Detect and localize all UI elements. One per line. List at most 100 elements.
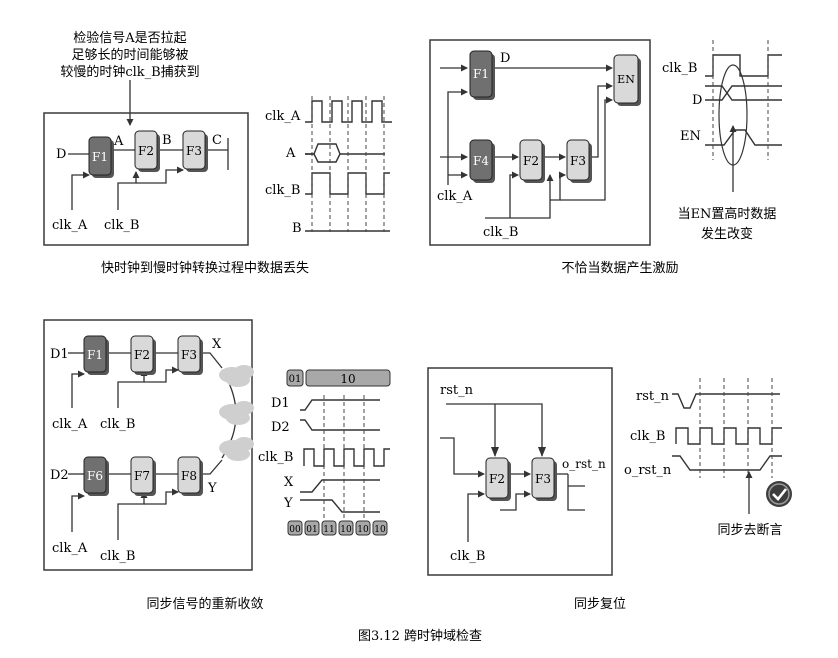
flop-p2-f1: F1 bbox=[469, 50, 495, 100]
panel-2-frame bbox=[429, 39, 651, 246]
flop-p2-en: EN bbox=[613, 54, 641, 106]
panel-4-sync-reset: rst_n o_rst_n clk_B F2 F3 rst_n clk_B o_… bbox=[427, 367, 792, 612]
svg-text:10: 10 bbox=[340, 372, 355, 386]
panel-1-wires bbox=[68, 138, 229, 210]
svg-text:F3: F3 bbox=[535, 472, 551, 486]
panel-2-note-line-2: 发生改变 bbox=[701, 226, 753, 242]
panel-1-data-loss: 检验信号A是否拉起 足够长的时间能够被 较慢的时钟clk_B捕获到 D A B … bbox=[43, 30, 392, 276]
svg-text:F2: F2 bbox=[138, 144, 154, 158]
panel-2-caption: 不恰当数据产生激励 bbox=[561, 261, 678, 276]
wave-label-clk-b: clk_B bbox=[258, 450, 293, 465]
svg-text:10: 10 bbox=[374, 525, 386, 535]
svg-text:F3: F3 bbox=[186, 144, 202, 158]
flop-p4-f3: F3 bbox=[531, 457, 557, 501]
signal-c: C bbox=[212, 133, 222, 148]
clk-a-label-top: clk_A bbox=[52, 417, 88, 432]
flop-p1-f2: F2 bbox=[134, 130, 160, 172]
clk-b-label-top: clk_B bbox=[100, 417, 135, 432]
panel-3-reconvergence: D1 D2 X Y clk_A clk_B clk_A clk_B F1 F2 … bbox=[43, 319, 391, 612]
panel-2-wires bbox=[440, 64, 613, 219]
rst-n-label: rst_n bbox=[440, 383, 474, 398]
cloud-top bbox=[219, 365, 254, 387]
clk-b-label-bottom: clk_B bbox=[100, 549, 135, 564]
clk-a-label-bottom: clk_A bbox=[52, 541, 88, 556]
panel-4-waveforms: rst_n clk_B o_rst_n bbox=[624, 378, 792, 514]
flop-p2-f3: F3 bbox=[566, 139, 592, 183]
flop-p2-f2: F2 bbox=[519, 139, 545, 183]
wave-label-d2: D2 bbox=[271, 420, 290, 435]
svg-text:F8: F8 bbox=[181, 469, 197, 483]
panel-4-wires bbox=[440, 403, 585, 542]
panel-1-caption: 快时钟到慢时钟转换过程中数据丢失 bbox=[101, 260, 309, 276]
wave-label-clk-b: clk_B bbox=[265, 183, 300, 198]
panel-4-note: 同步去断言 bbox=[717, 523, 782, 538]
svg-text:F2: F2 bbox=[134, 348, 150, 362]
svg-text:F1: F1 bbox=[473, 67, 489, 81]
panel-2-waveforms: clk_B D EN bbox=[662, 40, 782, 192]
svg-text:F2: F2 bbox=[489, 472, 505, 486]
signal-d: D bbox=[56, 147, 66, 162]
panel-2-improper-stimulus: D clk_A clk_B F1 F4 F2 F3 EN bbox=[429, 39, 782, 276]
cloud-bottom bbox=[219, 437, 254, 461]
svg-text:01: 01 bbox=[289, 374, 302, 385]
o-rst-n-label: o_rst_n bbox=[562, 457, 606, 471]
wave-label-d: D bbox=[692, 93, 702, 108]
signal-b: B bbox=[162, 133, 172, 148]
svg-text:11: 11 bbox=[323, 525, 334, 535]
svg-text:10: 10 bbox=[357, 525, 369, 535]
bus-top-badge-2 bbox=[305, 369, 391, 387]
signal-y: Y bbox=[207, 481, 217, 496]
flop-p2-f4: F4 bbox=[469, 139, 495, 183]
panel-3-waveforms: 01 10 D1 D2 clk_B X Y 0 bbox=[258, 369, 391, 536]
flop-p1-f3: F3 bbox=[182, 130, 208, 172]
signal-a: A bbox=[113, 134, 124, 149]
panel-3-wires bbox=[68, 352, 237, 540]
figure-caption: 图3.12 跨时钟域检查 bbox=[358, 628, 482, 644]
svg-text:F1: F1 bbox=[92, 150, 108, 164]
wave-label-y: Y bbox=[283, 496, 293, 511]
wave-label-clk-b: clk_B bbox=[630, 429, 665, 444]
signal-d: D bbox=[500, 51, 510, 66]
clk-a-label: clk_A bbox=[437, 189, 473, 204]
wave-label-clk-b: clk_B bbox=[662, 61, 697, 76]
bus-bottom-badges: 00 01 11 10 10 10 bbox=[287, 520, 388, 536]
bus-top-badge-1 bbox=[286, 369, 304, 387]
clk-b-label: clk_B bbox=[104, 218, 139, 233]
wave-label-b: B bbox=[292, 221, 302, 236]
svg-text:F2: F2 bbox=[523, 154, 539, 168]
check-icon bbox=[766, 481, 792, 507]
clk-a-label: clk_A bbox=[52, 218, 88, 233]
svg-text:F7: F7 bbox=[134, 469, 150, 483]
svg-text:F3: F3 bbox=[181, 348, 197, 362]
svg-text:F6: F6 bbox=[87, 469, 103, 483]
annotation-line-2: 足够长的时间能够被 bbox=[71, 47, 188, 63]
signal-d1: D1 bbox=[50, 347, 69, 362]
flop-p3-f1: F1 bbox=[83, 335, 109, 375]
svg-text:F4: F4 bbox=[473, 154, 489, 168]
signal-d2: D2 bbox=[50, 468, 69, 483]
annotation-line-3: 较慢的时钟clk_B捕获到 bbox=[60, 64, 199, 80]
flop-p4-f2: F2 bbox=[485, 457, 511, 501]
panel-1-frame bbox=[43, 112, 249, 246]
wave-label-rst-n: rst_n bbox=[636, 389, 670, 404]
flop-p3-f8: F8 bbox=[177, 456, 203, 496]
svg-text:F3: F3 bbox=[570, 154, 586, 168]
annotation-line-1: 检验信号A是否拉起 bbox=[73, 30, 186, 46]
signal-x: X bbox=[212, 337, 222, 352]
svg-text:01: 01 bbox=[306, 525, 317, 535]
flop-p3-f2: F2 bbox=[130, 335, 156, 375]
wave-label-en: EN bbox=[680, 129, 701, 144]
panel-2-note-line-1: 当EN置高时数据 bbox=[678, 206, 777, 222]
flop-p3-f3: F3 bbox=[177, 335, 203, 375]
wave-label-a: A bbox=[285, 146, 296, 161]
svg-text:00: 00 bbox=[289, 525, 301, 535]
svg-text:10: 10 bbox=[340, 525, 352, 535]
panel-3-caption: 同步信号的重新收敛 bbox=[146, 596, 263, 612]
flop-p1-f1: F1 bbox=[88, 136, 114, 178]
wave-label-clk-a: clk_A bbox=[265, 109, 301, 124]
clk-b-label: clk_B bbox=[483, 225, 518, 240]
flop-p3-f6: F6 bbox=[83, 456, 109, 496]
panel-4-frame bbox=[427, 367, 613, 576]
wave-label-x: X bbox=[284, 475, 294, 490]
